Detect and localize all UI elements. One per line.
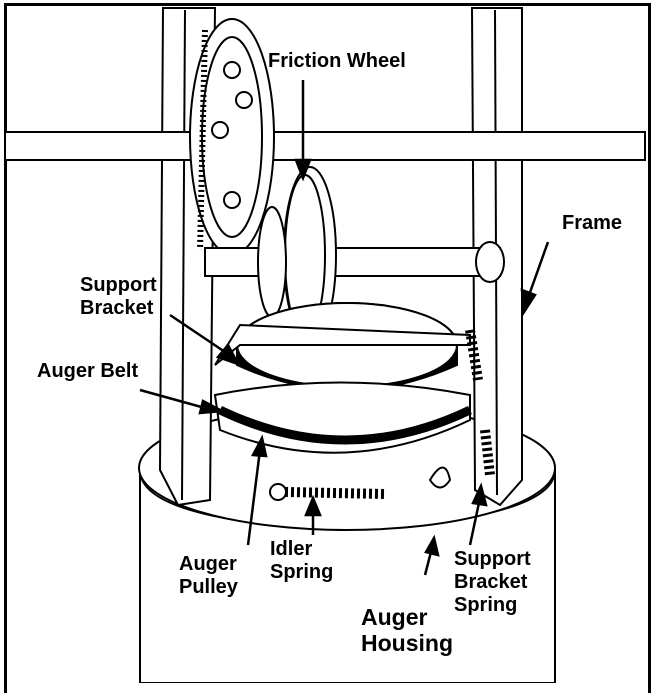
auger-housing-label: Auger Housing — [361, 604, 453, 656]
idler-spring-label: Idler Spring — [270, 538, 334, 583]
upper-shaft — [4, 131, 646, 161]
auger-pulley-label: Auger Pulley — [179, 553, 238, 598]
spring-arrow — [468, 497, 482, 546]
support-bracket-arrow — [169, 313, 226, 354]
friction-wheel-label: Friction Wheel — [268, 50, 406, 72]
support-bracket-spring-label: Support Bracket Spring — [454, 548, 531, 616]
figure-border — [4, 3, 651, 693]
lower-shaft — [204, 247, 501, 277]
support-bracket-spring — [465, 329, 495, 476]
frame-arrow — [526, 241, 550, 299]
auger-belt-label: Auger Belt — [37, 360, 139, 382]
frame-label: Frame — [562, 212, 623, 234]
auger-belt-arrow — [139, 388, 206, 410]
auger-pulley-arrow — [246, 449, 262, 546]
idler-spring — [284, 487, 386, 499]
drive-disc — [257, 206, 287, 318]
support-bracket-label: Support Bracket — [80, 274, 157, 319]
support-bracket-plate — [214, 323, 471, 366]
